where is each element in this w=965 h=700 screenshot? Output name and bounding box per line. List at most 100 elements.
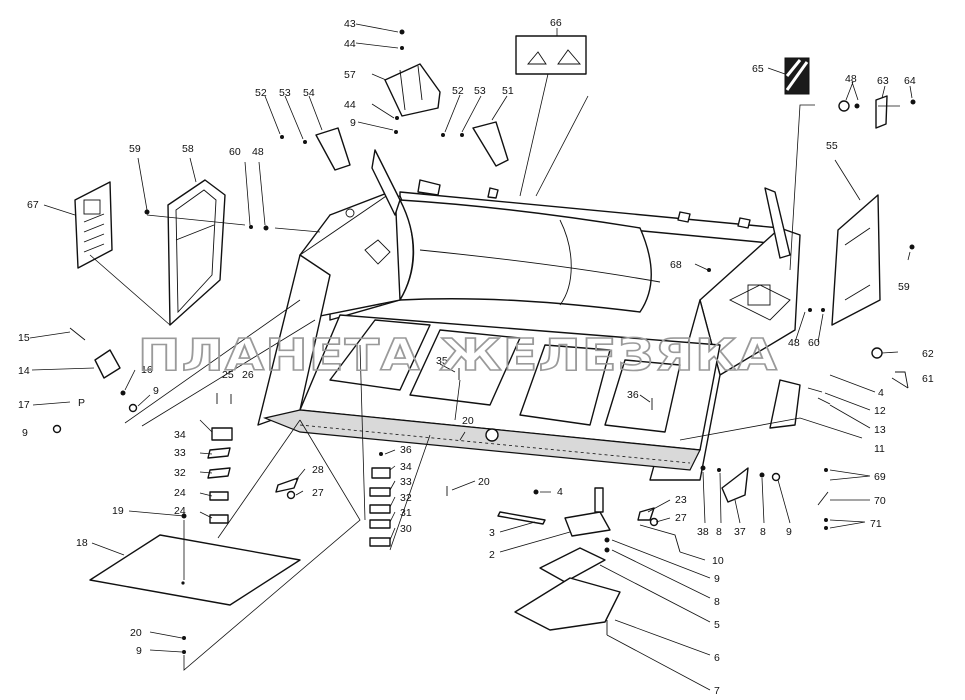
callout-label: 11 — [874, 443, 885, 455]
washer-icon — [604, 537, 610, 543]
washer-icon — [120, 390, 126, 396]
washer-icon — [771, 472, 781, 482]
callout-label: 3 — [489, 527, 495, 539]
bolt-icon — [460, 133, 464, 137]
callout-label: 27 — [675, 512, 687, 524]
main-bucket-body — [257, 149, 801, 481]
callout-label: 9 — [153, 385, 159, 397]
bolt-icon — [824, 468, 828, 472]
callout-label: 37 — [734, 526, 746, 538]
callout-label: 43 — [344, 18, 356, 30]
callout-label: 33 — [400, 476, 412, 488]
bolt-icon — [808, 308, 812, 312]
callout-label: 9 — [350, 117, 356, 129]
bolt-icon — [395, 116, 399, 120]
callout-label: 60 — [808, 337, 820, 349]
bolt-icon — [910, 99, 916, 105]
callout-label: 65 — [752, 63, 764, 75]
callout-label: 34 — [400, 461, 412, 473]
callout-label: 24 — [174, 505, 186, 517]
washer-icon — [838, 100, 850, 112]
exploded-parts — [74, 35, 909, 631]
washer-icon — [182, 650, 186, 654]
callout-label: 67 — [27, 199, 39, 211]
callout-label: 32 — [174, 467, 186, 479]
callout-label: 44 — [344, 99, 356, 111]
washer-icon — [182, 636, 186, 640]
callout-label: 58 — [182, 143, 194, 155]
callout-label: 24 — [174, 487, 186, 499]
callout-label: 36 — [400, 444, 412, 456]
washer-icon — [263, 225, 269, 231]
callout-label: 8 — [714, 596, 720, 608]
washer-icon — [286, 490, 296, 500]
callout-label: 8 — [760, 526, 766, 538]
callout-label: 13 — [874, 424, 886, 436]
bolt-icon — [824, 526, 828, 530]
bolt-icon — [280, 135, 284, 139]
callout-label: 33 — [174, 447, 186, 459]
bolt-icon — [824, 518, 828, 522]
bolt-icon — [303, 140, 307, 144]
callout-label: 71 — [870, 518, 882, 530]
callout-label: 31 — [400, 507, 412, 519]
callout-label: 20 — [478, 476, 490, 488]
callout-label: 20 — [462, 415, 474, 427]
callout-label: 23 — [675, 494, 687, 506]
callout-label: 4 — [557, 486, 563, 498]
callout-label: 4 — [878, 387, 884, 399]
callout-label: 55 — [826, 140, 838, 152]
callout-label: 32 — [400, 492, 412, 504]
washer-icon — [759, 472, 765, 478]
callout-label: 12 — [874, 405, 886, 417]
callout-label: 52 — [452, 85, 464, 97]
washer-icon — [854, 103, 860, 109]
callout-label: 70 — [874, 495, 886, 507]
callout-label: 27 — [312, 487, 324, 499]
callout-label: 9 — [786, 526, 792, 538]
callout-label: 25 — [222, 369, 234, 381]
callout-label: 59 — [898, 281, 910, 293]
callout-label: 2 — [489, 549, 495, 561]
callout-label: 51 — [502, 85, 514, 97]
callout-label: 60 — [229, 146, 241, 158]
leader-lines — [29, 23, 913, 691]
watermark-logo: ПЛАНЕТА ЖЕЛЕЗЯКА — [138, 330, 778, 381]
callout-label: 34 — [174, 429, 186, 441]
callout-label: 64 — [904, 75, 916, 87]
callout-label: 10 — [712, 555, 724, 567]
callout-label: 36 — [627, 389, 639, 401]
callout-label: 5 — [714, 619, 720, 631]
washer-icon — [128, 403, 138, 413]
washer-icon — [604, 547, 610, 553]
callout-label: 35 — [436, 355, 448, 367]
callout-label: 9 — [22, 427, 28, 439]
bolt-icon — [700, 465, 706, 471]
callout-label: 48 — [252, 146, 264, 158]
bolt-icon — [144, 209, 150, 215]
callout-label: 20 — [130, 627, 142, 639]
callout-label: 15 — [18, 332, 30, 344]
callout-label: 59 — [129, 143, 141, 155]
callout-label: 48 — [788, 337, 800, 349]
callout-label: P — [78, 397, 85, 409]
callout-label: 61 — [922, 373, 934, 385]
callout-label: 53 — [279, 87, 291, 99]
washer-icon — [52, 424, 62, 434]
callout-label: 30 — [400, 523, 412, 535]
bolt-icon — [69, 327, 86, 341]
callout-label: 26 — [242, 369, 254, 381]
callout-label: 62 — [922, 348, 934, 360]
callout-labels: 43 44 57 44 9 52 53 54 52 53 51 66 65 48… — [18, 17, 934, 697]
bolt-icon — [909, 244, 915, 250]
callout-label: 38 — [697, 526, 709, 538]
callout-label: 17 — [18, 399, 30, 411]
callout-label: 54 — [303, 87, 315, 99]
callout-label: 7 — [714, 685, 720, 697]
bolt-icon — [399, 29, 405, 35]
washer-icon — [821, 308, 825, 312]
bolt-icon — [441, 133, 445, 137]
bolt-icon — [379, 452, 383, 456]
washer-icon — [649, 517, 659, 527]
